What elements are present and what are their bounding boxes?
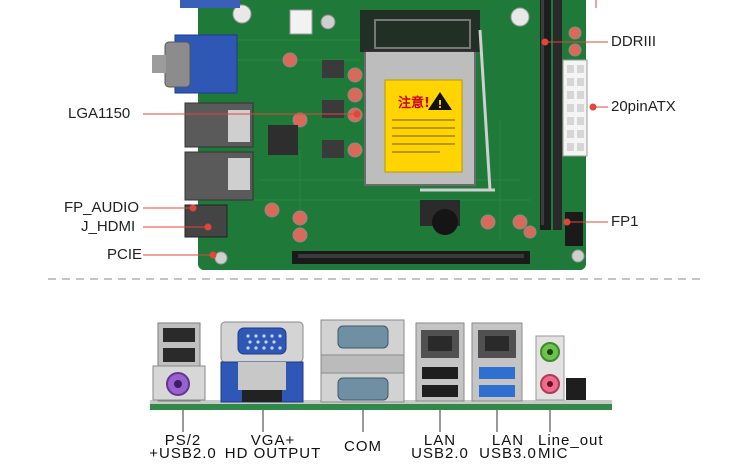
- port-label-line1: Line_out: [538, 432, 604, 449]
- mount-hole: [214, 251, 228, 265]
- io-pcb-strip: [150, 403, 612, 410]
- vga-port: [237, 327, 287, 355]
- ps2-usb-stack: [152, 322, 206, 402]
- rear-io-panel: [150, 319, 612, 432]
- warning-symbol: !: [437, 98, 442, 111]
- board-top-connector: [180, 0, 240, 8]
- usb2-port-2: [422, 385, 458, 397]
- callout-20pin-atx: 20pinATX: [611, 98, 676, 115]
- io-chip: [268, 125, 298, 155]
- port-label-line2: USB3.0: [479, 445, 537, 462]
- com-port-2: [337, 377, 389, 401]
- fan-header: [289, 9, 313, 35]
- callout-pcie: PCIE: [107, 246, 143, 263]
- port-label-audio: Line_out MIC: [538, 432, 622, 462]
- port-label-ps2-usb: PS/2 +USB2.0: [133, 432, 233, 462]
- audio-stack: [535, 335, 586, 401]
- socket-lever: [478, 29, 492, 191]
- hdmi-port: [242, 390, 282, 402]
- port-label-vga-hd: VGA+ HD OUTPUT: [213, 432, 333, 462]
- socket-cover-sticker: [384, 79, 463, 173]
- mount-hole: [571, 249, 585, 263]
- dimm-slot-1: [540, 0, 551, 230]
- buzzer: [432, 209, 458, 235]
- port-label-line1: LAN: [423, 432, 457, 449]
- mount-hole: [232, 4, 252, 24]
- port-label-com: COM: [333, 438, 393, 455]
- callout-j-hdmi: J_HDMI: [81, 218, 136, 235]
- port-label-line1: PS/2: [164, 432, 202, 449]
- callout-fp1: FP1: [611, 213, 639, 230]
- motherboard: 注意! !: [152, 0, 588, 270]
- callout-ddr3: DDRIII: [611, 33, 656, 50]
- port-label-line1: COM: [344, 438, 382, 455]
- com-port-1: [337, 325, 389, 349]
- com-stack: [320, 319, 405, 403]
- lan-usb2-stack: [415, 322, 465, 402]
- usb2-port-1: [422, 367, 458, 379]
- usb3-port-2: [479, 385, 515, 397]
- port-label-line1: VGA+: [250, 432, 296, 449]
- fp1-header: [565, 212, 583, 246]
- lan-usb3-stack: [471, 322, 523, 402]
- vga-hdmi-stack: [220, 321, 304, 403]
- port-label-line2: MIC: [538, 445, 569, 462]
- sticker-heading: 注意!: [398, 95, 430, 111]
- dimm-slot-2: [553, 0, 562, 230]
- port-label-line2: +USB2.0: [149, 445, 217, 462]
- port-leader-lines: [182, 410, 551, 432]
- choke: [322, 60, 344, 78]
- callout-lga1150: LGA1150: [68, 105, 131, 122]
- callout-fp-audio: FP_AUDIO: [64, 199, 140, 216]
- warning-triangle-icon: [428, 92, 452, 110]
- callout-lines: [143, 0, 608, 259]
- port-label-line2: HD OUTPUT: [224, 445, 322, 462]
- port-label-line1: LAN: [491, 432, 525, 449]
- choke: [322, 100, 344, 118]
- port-label-line2: USB2.0: [411, 445, 469, 462]
- usb3-port-1: [479, 367, 515, 379]
- port-label-lan-usb3: LAN USB3.0: [470, 432, 546, 462]
- choke: [322, 140, 344, 158]
- port-label-lan-usb2: LAN USB2.0: [402, 432, 478, 462]
- mount-hole: [510, 7, 530, 27]
